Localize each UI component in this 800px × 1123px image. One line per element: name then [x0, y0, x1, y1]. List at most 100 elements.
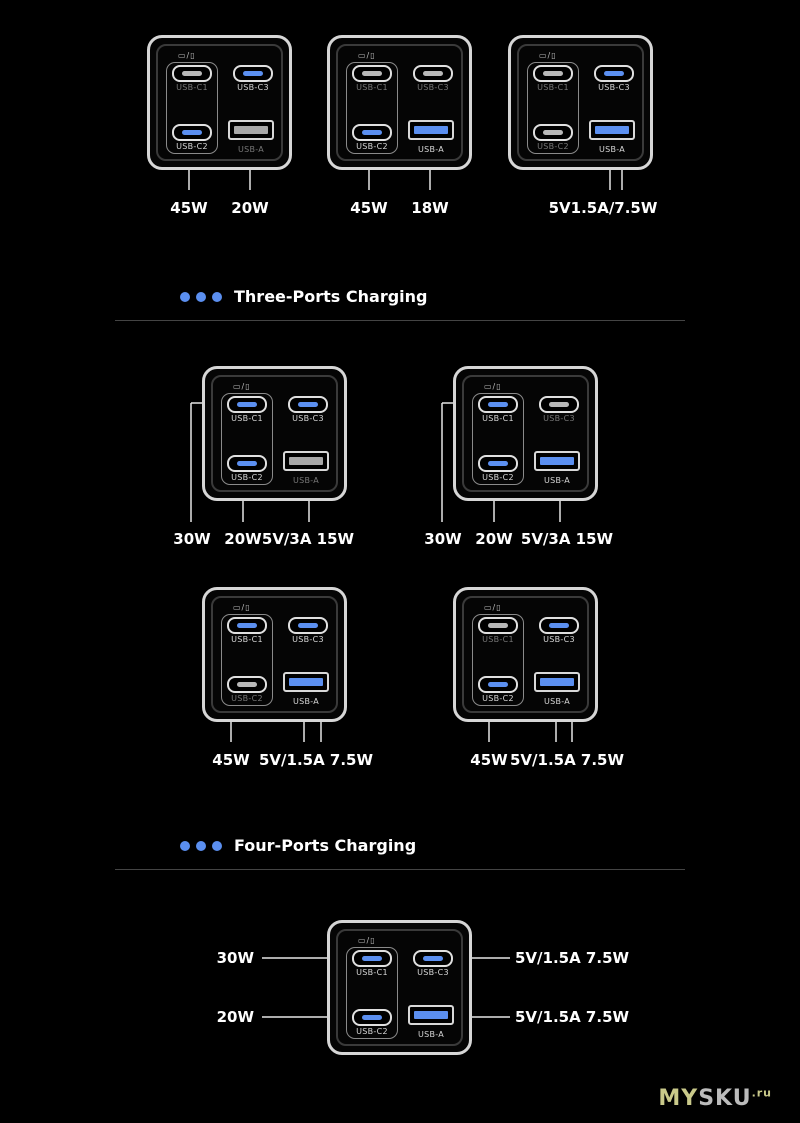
- usb-c3-port: [288, 617, 328, 634]
- watermark-logo: MYSKU.ru: [658, 1086, 772, 1111]
- usb-a-label: USB-A: [543, 476, 571, 485]
- dot-icon: [196, 291, 206, 302]
- power-output-label: 5V/3A 15W: [520, 530, 614, 548]
- usb-a-label: USB-A: [237, 145, 265, 154]
- usb-c1-label: USB-C1: [231, 635, 263, 644]
- laptop-phone-icon: ▭/▯: [358, 51, 376, 60]
- charger-diagram: ▭/▯ USB-C1 USB-C3 USB-C2 USB-A: [327, 35, 472, 170]
- laptop-phone-icon: ▭/▯: [539, 51, 557, 60]
- power-output-label: 45W: [212, 751, 250, 769]
- power-output-label: 30W: [173, 530, 211, 548]
- charger-diagram: ▭/▯ USB-C1 USB-C3 USB-C2 USB-A: [453, 587, 598, 722]
- dot-icon: [212, 840, 222, 851]
- power-output-label: 20W: [216, 1008, 254, 1026]
- c1-c2-group-bracket: [527, 62, 579, 154]
- usb-a-port: [283, 451, 329, 471]
- power-output-label: 20W: [475, 530, 513, 548]
- usb-c1-port: [227, 617, 267, 634]
- usb-c1-label: USB-C1: [482, 635, 514, 644]
- dot-icon: [180, 291, 190, 302]
- usb-c2-label: USB-C2: [482, 694, 514, 703]
- usb-c3-port: [413, 65, 453, 82]
- power-output-label: 30W: [424, 530, 462, 548]
- c1-c2-group-bracket: [221, 393, 273, 485]
- charger-diagram: ▭/▯ USB-C1 USB-C3 USB-C2 USB-A: [202, 366, 347, 501]
- usb-c3-port: [233, 65, 273, 82]
- usb-c3-port: [594, 65, 634, 82]
- power-output-label: 18W: [411, 199, 449, 217]
- charger-diagram: ▭/▯ USB-C1 USB-C3 USB-C2 USB-A: [202, 587, 347, 722]
- charger-inner-frame: [336, 44, 463, 161]
- usb-c3-label: USB-C3: [417, 968, 449, 977]
- usb-a-label: USB-A: [292, 476, 320, 485]
- charger-inner-frame: [211, 596, 338, 713]
- usb-c1-port: [478, 617, 518, 634]
- section-three-ports: Three-Ports Charging: [180, 287, 428, 306]
- laptop-phone-icon: ▭/▯: [484, 603, 502, 612]
- usb-c1-label: USB-C1: [176, 83, 208, 92]
- usb-a-label: USB-A: [598, 145, 626, 154]
- power-output-label: 5V1.5A/7.5W: [548, 199, 658, 217]
- usb-c2-label: USB-C2: [231, 473, 263, 482]
- usb-c2-label: USB-C2: [176, 142, 208, 151]
- usb-c3-label: USB-C3: [543, 414, 575, 423]
- usb-c2-label: USB-C2: [537, 142, 569, 151]
- usb-c1-label: USB-C1: [482, 414, 514, 423]
- section-four-ports: Four-Ports Charging: [180, 836, 416, 855]
- power-output-label: 5V/1.5A 7.5W: [515, 1008, 630, 1026]
- section-title: Three-Ports Charging: [234, 287, 428, 306]
- usb-c3-label: USB-C3: [543, 635, 575, 644]
- usb-c2-port: [352, 124, 392, 141]
- dot-icon: [212, 291, 222, 302]
- usb-c2-label: USB-C2: [356, 1027, 388, 1036]
- usb-c3-port: [539, 396, 579, 413]
- c1-c2-group-bracket: [346, 947, 398, 1039]
- charger-diagram: ▭/▯ USB-C1 USB-C3 USB-C2 USB-A: [508, 35, 653, 170]
- usb-c3-port: [413, 950, 453, 967]
- divider: [115, 869, 685, 870]
- charger-inner-frame: [336, 929, 463, 1046]
- usb-a-label: USB-A: [417, 145, 445, 154]
- charger-inner-frame: [462, 375, 589, 492]
- power-output-label: 5V/1.5A 7.5W: [515, 949, 630, 967]
- charger-diagram: ▭/▯ USB-C1 USB-C3 USB-C2 USB-A: [453, 366, 598, 501]
- c1-c2-group-bracket: [346, 62, 398, 154]
- c1-c2-group-bracket: [166, 62, 218, 154]
- usb-c1-port: [352, 950, 392, 967]
- usb-c3-label: USB-C3: [237, 83, 269, 92]
- usb-c1-port: [352, 65, 392, 82]
- usb-c1-label: USB-C1: [537, 83, 569, 92]
- power-output-label: 30W: [216, 949, 254, 967]
- usb-a-port: [589, 120, 635, 140]
- usb-a-port: [408, 120, 454, 140]
- section-title: Four-Ports Charging: [234, 836, 417, 855]
- laptop-phone-icon: ▭/▯: [233, 382, 251, 391]
- dot-icon: [180, 840, 190, 851]
- laptop-phone-icon: ▭/▯: [484, 382, 502, 391]
- usb-a-label: USB-A: [543, 697, 571, 706]
- usb-a-port: [534, 672, 580, 692]
- usb-c3-port: [539, 617, 579, 634]
- usb-c3-label: USB-C3: [598, 83, 630, 92]
- usb-c3-label: USB-C3: [417, 83, 449, 92]
- power-output-label: 5V/1.5A 7.5W: [258, 751, 374, 769]
- charger-inner-frame: [462, 596, 589, 713]
- laptop-phone-icon: ▭/▯: [358, 936, 376, 945]
- usb-c1-port: [227, 396, 267, 413]
- power-output-label: 45W: [170, 199, 208, 217]
- laptop-phone-icon: ▭/▯: [178, 51, 196, 60]
- usb-c2-port: [478, 455, 518, 472]
- power-output-label: 45W: [350, 199, 388, 217]
- usb-c1-port: [478, 396, 518, 413]
- usb-c2-port: [227, 455, 267, 472]
- usb-c2-port: [478, 676, 518, 693]
- dot-icon: [196, 840, 206, 851]
- usb-c2-port: [352, 1009, 392, 1026]
- power-output-label: 20W: [224, 530, 262, 548]
- charger-diagram: ▭/▯ USB-C1 USB-C3 USB-C2 USB-A: [327, 920, 472, 1055]
- c1-c2-group-bracket: [472, 614, 524, 706]
- charger-inner-frame: [156, 44, 283, 161]
- divider: [115, 320, 685, 321]
- usb-c1-port: [172, 65, 212, 82]
- charger-inner-frame: [517, 44, 644, 161]
